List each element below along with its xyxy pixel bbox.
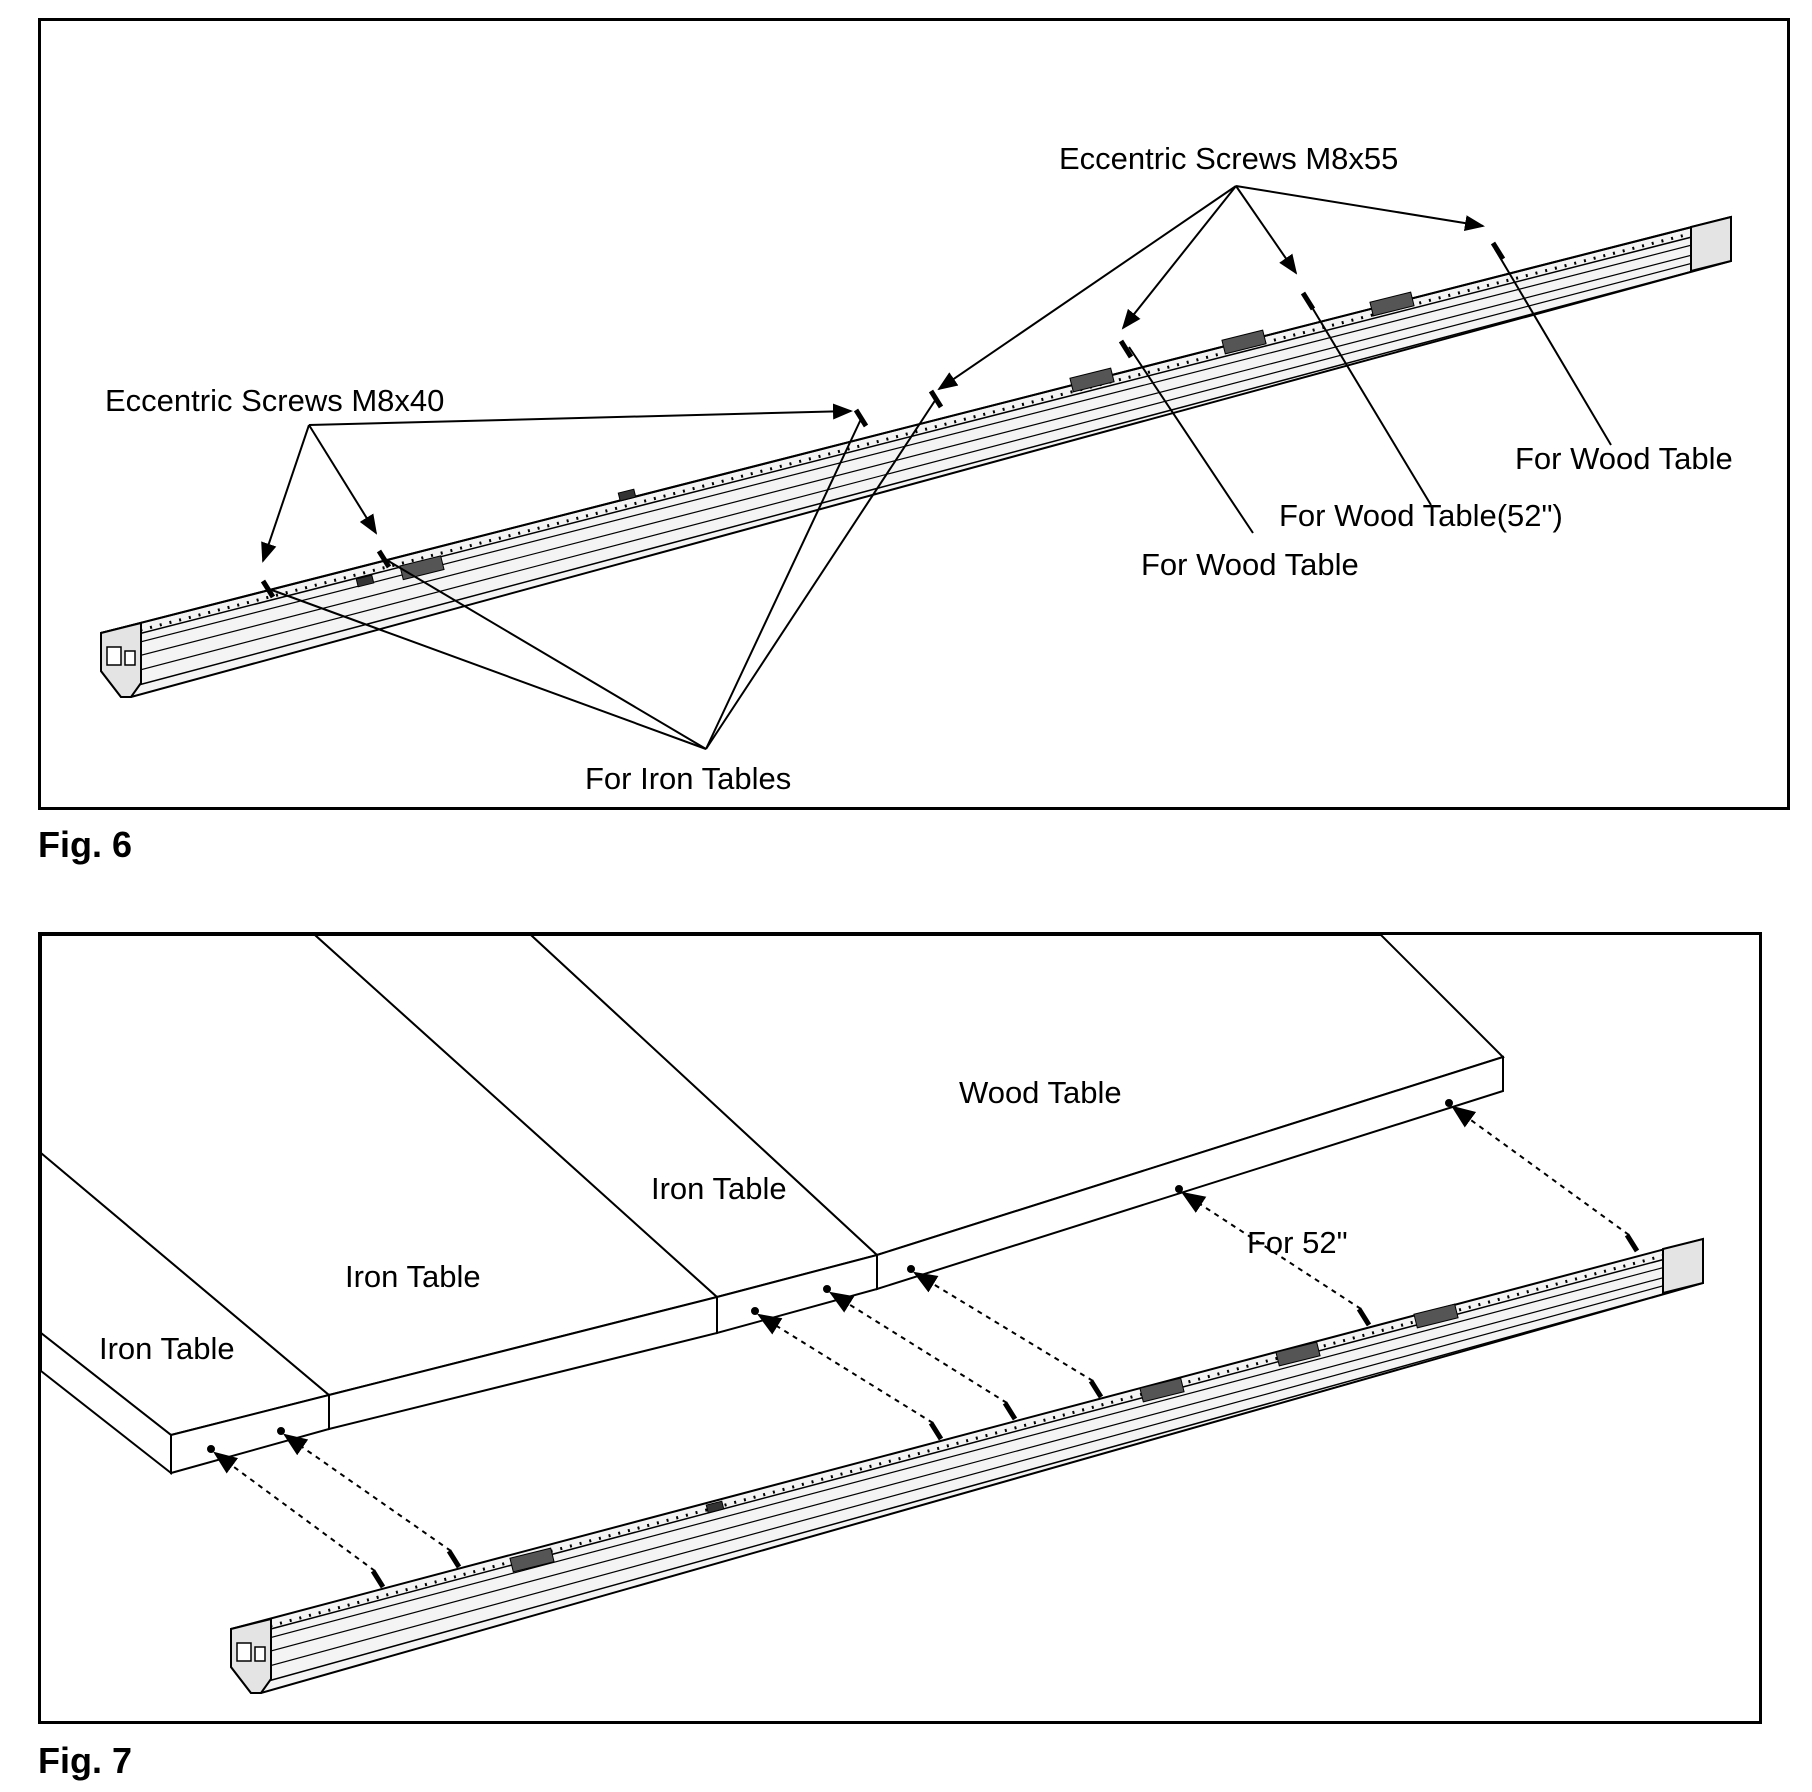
figure-6-drawing: Eccentric Screws M8x55 Eccentric Screws … (100, 141, 1733, 796)
label-for-wood-table-right: For Wood Table (1515, 441, 1733, 476)
label-wood-table: Wood Table (959, 1075, 1122, 1110)
leader-lines (261, 185, 1612, 750)
assembly-arrows (213, 1105, 1630, 1572)
label-for-wood-table-52: For Wood Table(52") (1279, 498, 1563, 533)
tables (41, 935, 1505, 1476)
figure-7-caption: Fig. 7 (38, 1740, 133, 1781)
label-iron-table-3: Iron Table (651, 1171, 787, 1206)
label-iron-table-1: Iron Table (99, 1331, 235, 1366)
label-for-wood-table-left: For Wood Table (1141, 547, 1359, 582)
label-for-iron-tables: For Iron Tables (585, 761, 791, 796)
figure-7-panel: Wood Table Iron Table Iron Table Iron Ta… (38, 932, 1762, 1724)
figure-6-panel: Eccentric Screws M8x55 Eccentric Screws … (38, 18, 1790, 810)
label-eccentric-screws-m8x40: Eccentric Screws M8x40 (105, 383, 444, 418)
label-for-52: For 52" (1247, 1225, 1348, 1260)
figure-6-caption: Fig. 6 (38, 824, 133, 865)
label-eccentric-screws-m8x55: Eccentric Screws M8x55 (1059, 141, 1398, 176)
wood-table-front (876, 1055, 1504, 1291)
figure-7-drawing: Wood Table Iron Table Iron Table Iron Ta… (41, 935, 1704, 1694)
fence-rail (230, 1233, 1704, 1694)
fence-rail (100, 215, 1732, 698)
label-iron-table-2: Iron Table (345, 1259, 481, 1294)
